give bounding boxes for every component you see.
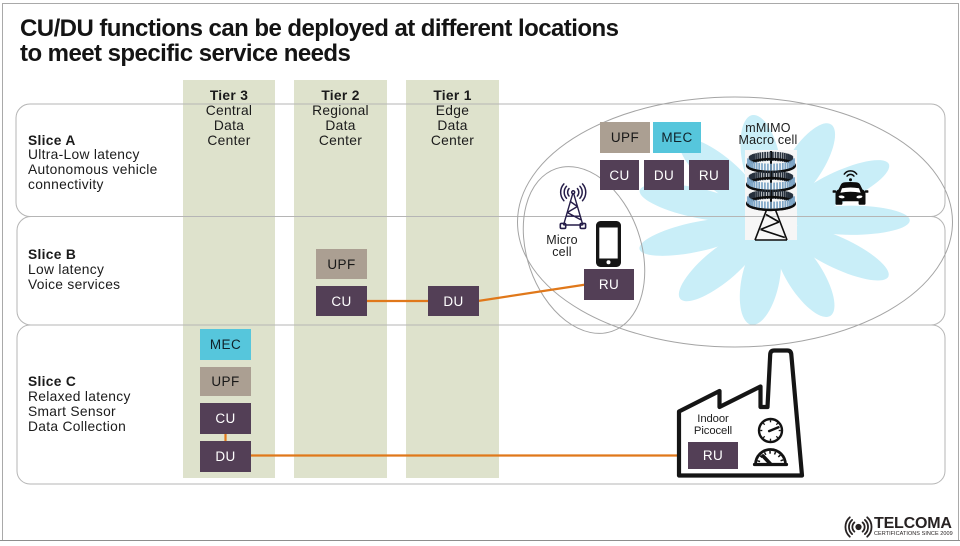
mmimo-macro-cell-icon — [746, 151, 797, 241]
node-du-slice-a-label: DU — [653, 167, 675, 183]
tier1-name: Tier 1 — [433, 87, 472, 103]
slice-c-outline — [16, 324, 946, 485]
telcoma-logo-icon — [844, 516, 873, 538]
tier1-line3: Center — [430, 133, 475, 149]
micro-cell-ellipse — [522, 166, 646, 334]
tier3-line2: Data — [213, 118, 245, 134]
smartphone-icon — [596, 221, 621, 267]
slice-a-line1: Ultra-Low latency — [28, 147, 140, 163]
slice-b-label: Slice B Low latency Voice services — [28, 247, 121, 293]
slide-footer-line — [0, 540, 960, 541]
slice-a-label: Slice A Ultra-Low latency Autonomous veh… — [28, 132, 158, 194]
node-cu-slice-b-label: CU — [331, 293, 352, 309]
title-line-2: to meet specific service needs — [20, 40, 351, 67]
node-cu-slice-a-label: CU — [609, 167, 630, 183]
tier2-line1: Regional — [312, 102, 369, 118]
node-cu-slice-a: CU — [600, 160, 639, 190]
slice-b-line1: Low latency — [28, 261, 105, 277]
node-upf-slice-b: UPF — [316, 249, 367, 279]
slice-c-name: Slice C — [28, 374, 77, 389]
slice-a-name: Slice A — [28, 132, 76, 148]
indoor-picocell-label: Indoor Picocell — [673, 413, 753, 437]
telcoma-logo-brand: TELCOMA — [874, 515, 952, 532]
macro-tower-mast — [754, 209, 788, 241]
slice-a-line2: Autonomous vehicle — [28, 162, 158, 178]
tier3-line1: Central — [205, 102, 253, 118]
micro-label-line2: cell — [552, 244, 572, 259]
node-du-slice-b: DU — [428, 286, 479, 316]
node-cu-slice-c-label: CU — [215, 411, 236, 426]
tier2-name: Tier 2 — [321, 87, 360, 103]
tier3-name: Tier 3 — [209, 87, 249, 103]
node-cu-slice-b: CU — [316, 286, 367, 316]
telcoma-logo: TELCOMA CERTIFICATIONS SINCE 2009 — [874, 515, 960, 538]
node-mec-slice-a-label: MEC — [661, 130, 693, 145]
node-upf-slice-b-label: UPF — [327, 256, 356, 272]
fronthaul-connectors — [224, 283, 690, 457]
node-mec-slice-c-label: MEC — [209, 337, 242, 352]
node-du-slice-b-label: DU — [443, 293, 464, 309]
mmimo-macro-cell-label: mMIMO Macro cell — [718, 120, 818, 147]
micro-label-line1: Micro — [546, 232, 578, 247]
node-ru-factory-label: RU — [702, 448, 724, 463]
tier2-header: Tier 2 Regional Data Center — [294, 88, 387, 149]
node-cu-slice-c: CU — [200, 403, 251, 434]
slide-border — [2, 3, 959, 541]
node-upf-slice-c-label: UPF — [211, 373, 240, 389]
node-upf-slice-a: UPF — [600, 122, 650, 153]
node-du-slice-c-label: DU — [215, 449, 236, 464]
tier1-header: Tier 1 Edge Data Center — [406, 88, 499, 149]
tier1-line2: Data — [437, 118, 468, 134]
node-ru-micro-cell-label: RU — [598, 277, 620, 292]
micro-cell-label: Micro cell — [522, 232, 602, 259]
mmimo-label-line2: Macro cell — [738, 132, 798, 147]
slice-outlines — [15, 103, 946, 485]
connector-du-ru-slice-b — [477, 283, 587, 303]
node-mec-slice-a: MEC — [653, 122, 701, 153]
micro-cell-tower-icon — [559, 183, 587, 230]
mmimo-label-line1: mMIMO — [745, 120, 791, 135]
node-upf-slice-a-label: UPF — [610, 130, 640, 145]
telcoma-logo-tagline: CERTIFICATIONS SINCE 2009 — [874, 531, 953, 537]
slice-c-line3: Data Collection — [28, 418, 127, 434]
node-ru-micro-cell: RU — [584, 269, 634, 300]
slide-title: CU/DU functions can be deployed at diffe… — [20, 14, 619, 67]
node-mec-slice-c: MEC — [200, 329, 251, 360]
macro-cell-ellipse — [517, 96, 953, 348]
node-ru-factory: RU — [688, 442, 738, 469]
slice-c-label: Slice C Relaxed latency Smart Sensor Dat… — [28, 374, 131, 435]
title-line-1: CU/DU functions can be deployed at diffe… — [20, 14, 619, 42]
indoor-label-line1: Indoor — [697, 412, 729, 425]
tier1-line1: Edge — [435, 102, 470, 118]
slice-c-line2: Smart Sensor — [28, 403, 116, 419]
tier2-column — [294, 80, 387, 478]
gauge-speedometer-icon — [752, 448, 789, 467]
slice-b-line2: Voice services — [28, 276, 121, 292]
slice-b-name: Slice B — [28, 247, 77, 262]
node-upf-slice-c: UPF — [200, 366, 251, 396]
node-ru-slice-a: RU — [689, 160, 729, 190]
tier2-line3: Center — [318, 133, 363, 149]
gauge-round-icon — [757, 417, 784, 444]
connected-car-icon — [832, 170, 869, 205]
slice-a-line3: connectivity — [28, 177, 104, 193]
tier1-column — [406, 80, 499, 478]
node-ru-slice-a-label: RU — [698, 167, 720, 183]
slice-c-line1: Relaxed latency — [28, 388, 131, 404]
tier3-header: Tier 3 Central Data Center — [183, 88, 275, 149]
tier3-line3: Center — [207, 133, 251, 149]
node-du-slice-a: DU — [644, 160, 684, 190]
tier2-line2: Data — [325, 118, 356, 134]
node-du-slice-c: DU — [200, 441, 251, 472]
indoor-label-line2: Picocell — [693, 424, 733, 437]
